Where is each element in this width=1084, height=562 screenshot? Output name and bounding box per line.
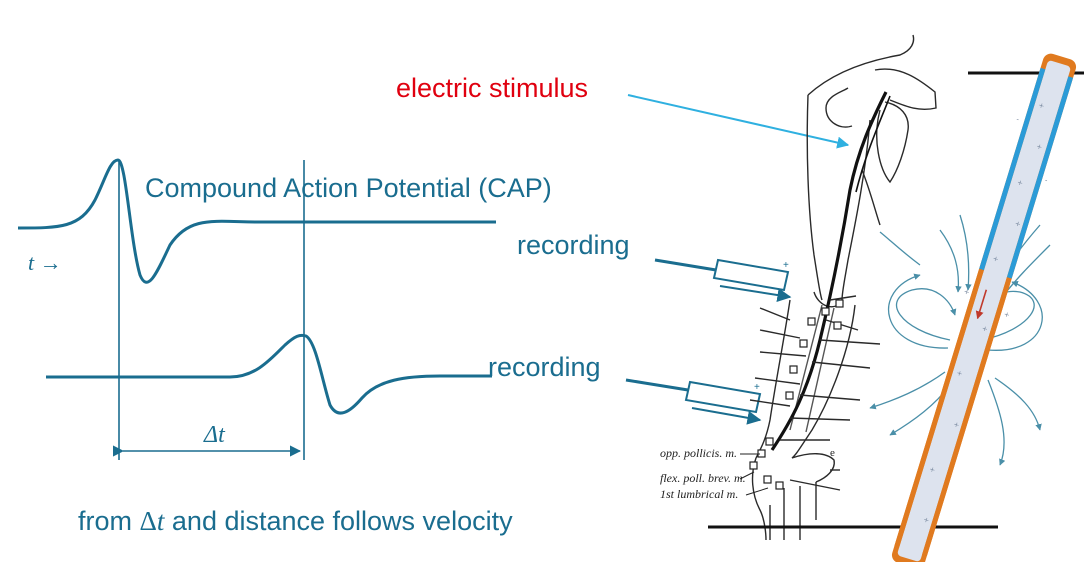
label-e: e — [830, 447, 835, 459]
svg-text:+: + — [963, 287, 971, 296]
svg-text:-: - — [1044, 176, 1049, 185]
caption-t: t — [157, 506, 166, 536]
recording-lead-lower — [625, 378, 689, 392]
recording-electrode-upper: + — [712, 258, 792, 302]
svg-text:+: + — [952, 420, 960, 429]
label-flex-poll-brev: flex. poll. brev. m. — [660, 471, 746, 485]
recording-label-upper: recording — [517, 230, 630, 260]
velocity-caption: from Δt and distance follows velocity — [78, 506, 513, 536]
svg-text:-: - — [1015, 115, 1020, 124]
delta-t-label: Δt — [203, 422, 226, 448]
svg-text:+: + — [928, 465, 936, 474]
recording-electrode-lower: + — [684, 380, 762, 425]
time-axis-label: t → — [28, 250, 62, 275]
stimulus-arrow — [627, 94, 850, 149]
svg-text:+: + — [1037, 101, 1045, 110]
leader-lumbrical — [745, 487, 769, 496]
svg-text:+: + — [981, 324, 989, 333]
caption-suffix: and distance follows velocity — [164, 506, 513, 536]
leader-flex-poll-brev — [739, 471, 755, 480]
svg-text:+: + — [1014, 219, 1022, 228]
svg-text:+: + — [1035, 142, 1043, 151]
stimulus-label: electric stimulus — [396, 73, 588, 103]
recording-label-lower: recording — [488, 352, 601, 382]
caption-delta: Δ — [140, 506, 157, 536]
arm-illustration — [749, 34, 937, 541]
svg-text:+: + — [783, 260, 789, 271]
svg-text:+: + — [1003, 310, 1011, 319]
axon-body: + + + + + + + + + + - - + + — [891, 53, 1077, 562]
label-opp-pollicis: opp. pollicis. m. — [660, 446, 737, 460]
svg-text:+: + — [922, 516, 930, 525]
caption-prefix: from — [78, 506, 140, 536]
svg-text:+: + — [992, 254, 1000, 263]
svg-text:+: + — [956, 369, 964, 378]
svg-text:+: + — [1016, 178, 1024, 187]
cap-trace-upper — [17, 158, 496, 284]
label-lumbrical: 1st lumbrical m. — [660, 487, 738, 501]
cap-trace-lower — [46, 333, 492, 415]
recording-lead-upper — [654, 258, 717, 272]
cap-title: Compound Action Potential (CAP) — [145, 173, 552, 203]
svg-text:+: + — [754, 382, 760, 393]
